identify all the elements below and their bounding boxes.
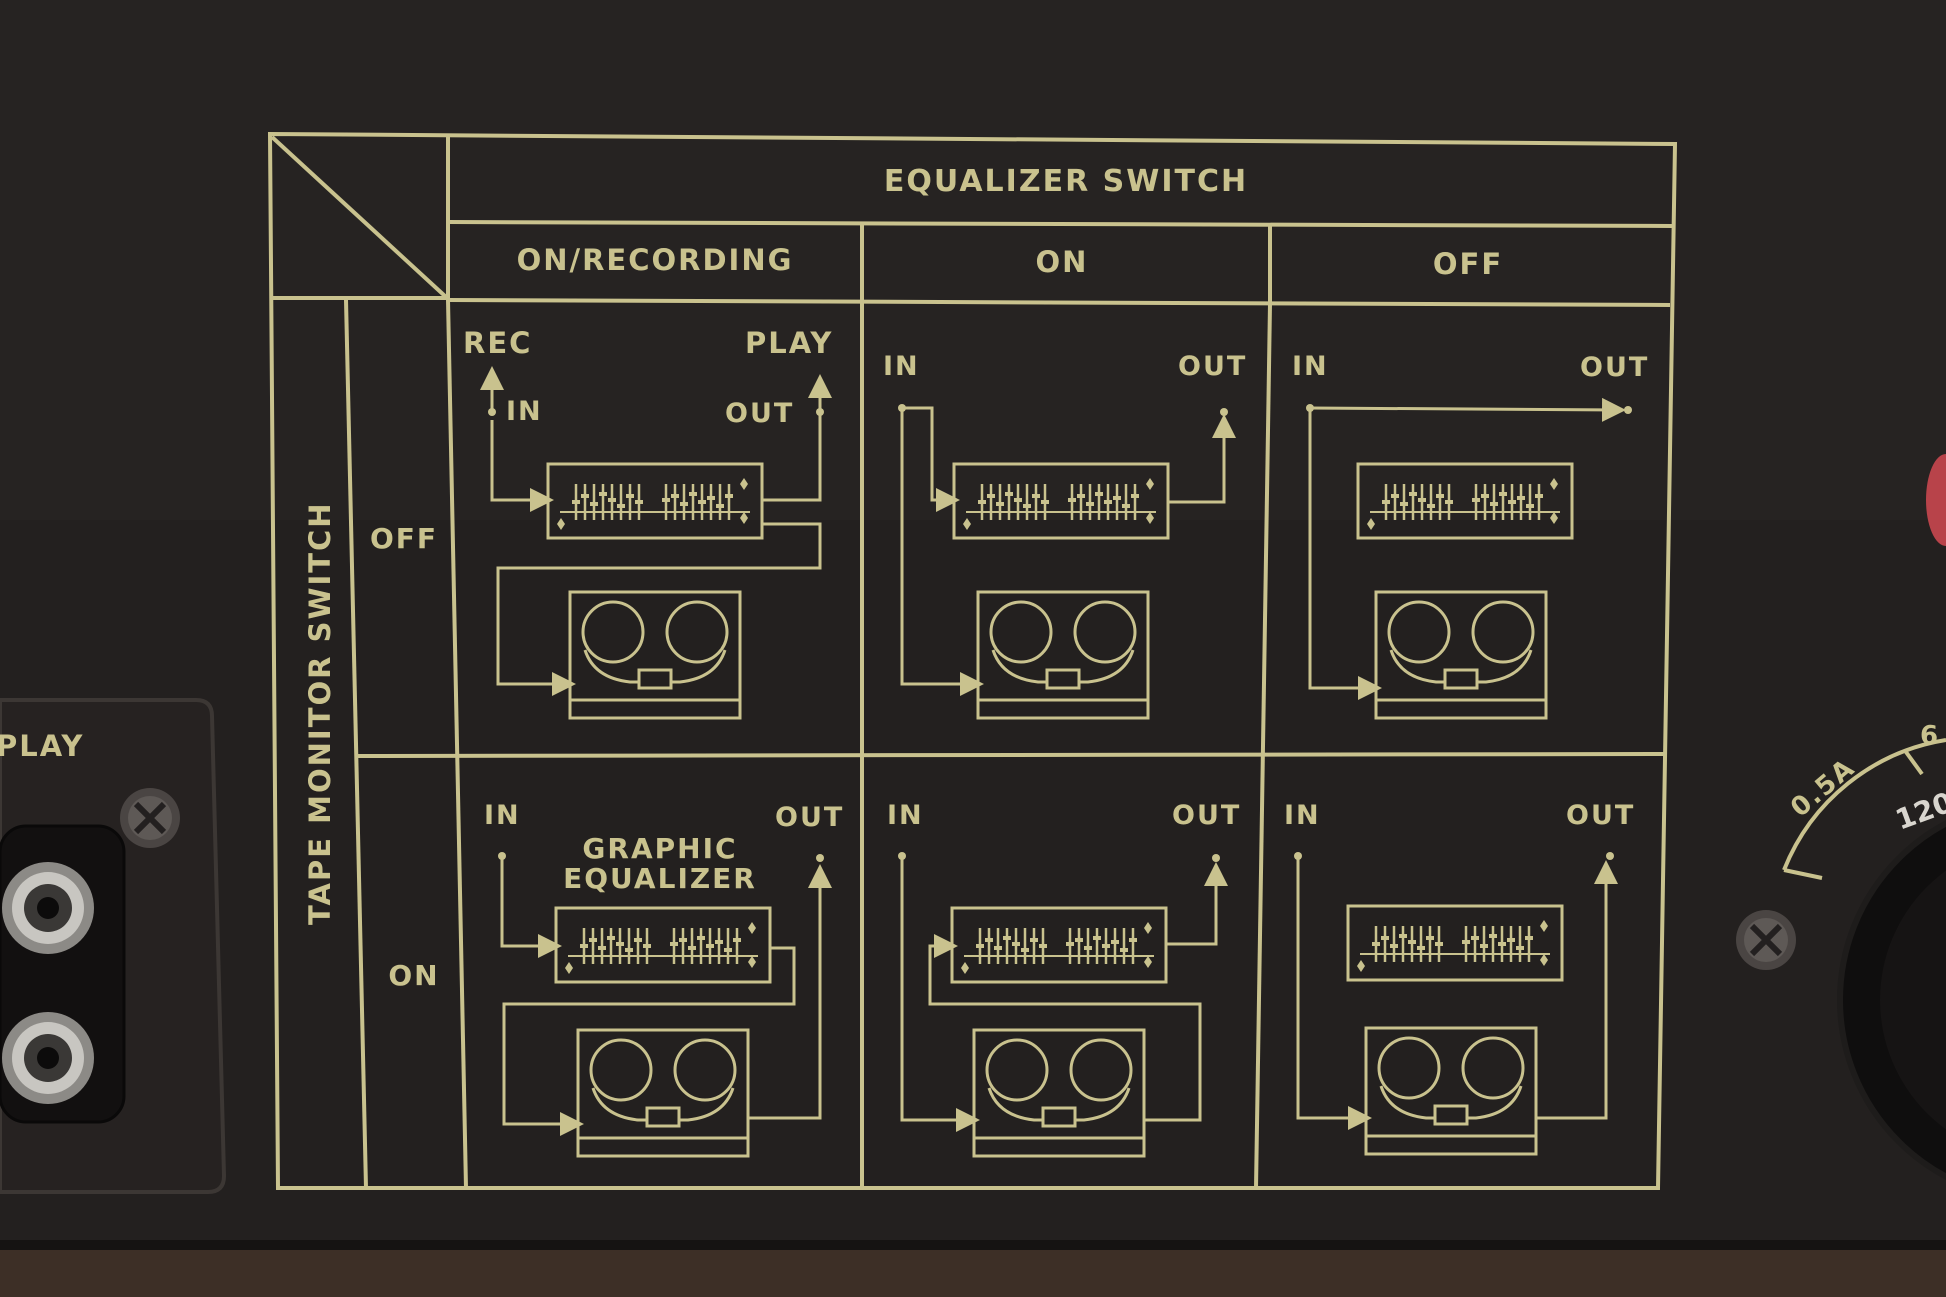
equalizer-switch-header: EQUALIZER SWITCH xyxy=(884,164,1248,199)
in-label: IN xyxy=(484,800,521,831)
red-knob xyxy=(1926,454,1946,546)
diagram-cell-on-on: IN OUT xyxy=(887,800,1241,1158)
out-label: OUT xyxy=(1580,352,1649,383)
selector-screw xyxy=(1736,910,1796,970)
out-label: OUT xyxy=(725,398,794,429)
diagram-cell-on-off: IN OUT xyxy=(1284,800,1635,1156)
out-label: OUT xyxy=(1178,351,1247,382)
in-label: IN xyxy=(1284,800,1321,831)
column-header-on: ON xyxy=(1036,245,1089,279)
play-jack-label: PLAY xyxy=(0,729,84,763)
diagram-table xyxy=(267,131,1678,1190)
diagram-cell-off-on: IN OUT xyxy=(883,351,1247,720)
out-label: OUT xyxy=(1172,800,1241,831)
diagram-cell-off-onrecording: REC PLAY IN OUT xyxy=(463,326,833,720)
column-header-off: OFF xyxy=(1433,247,1503,281)
play-label: PLAY xyxy=(745,326,833,360)
column-header-on-recording: ON/RECORDING xyxy=(517,243,794,277)
rec-label: REC xyxy=(463,326,532,360)
fuse-partial-label: 6 xyxy=(1920,721,1940,751)
out-label: OUT xyxy=(1566,800,1635,831)
rca-jack-lower[interactable] xyxy=(2,1012,94,1104)
plate-screw xyxy=(120,788,180,848)
diagram-cell-off-off: IN OUT xyxy=(1292,351,1649,720)
in-label: IN xyxy=(883,351,920,382)
graphic-label: GRAPHIC xyxy=(582,832,737,865)
out-label: OUT xyxy=(775,802,844,833)
in-label: IN xyxy=(887,800,924,831)
rca-jack-upper[interactable] xyxy=(2,862,94,954)
row-header-off: OFF xyxy=(370,522,438,555)
rca-jack-plate: PLAY xyxy=(0,698,227,1194)
in-label: IN xyxy=(506,396,543,427)
tape-monitor-switch-label: TAPE MONITOR SWITCH xyxy=(303,501,337,925)
diagram-cell-on-onrecording: IN OUT GRAPHIC EQUALIZER xyxy=(484,800,844,1158)
in-label: IN xyxy=(1292,351,1329,382)
equalizer-label: EQUALIZER xyxy=(563,862,757,895)
row-header-on: ON xyxy=(388,959,439,992)
chassis-bottom-edge xyxy=(0,1248,1946,1297)
